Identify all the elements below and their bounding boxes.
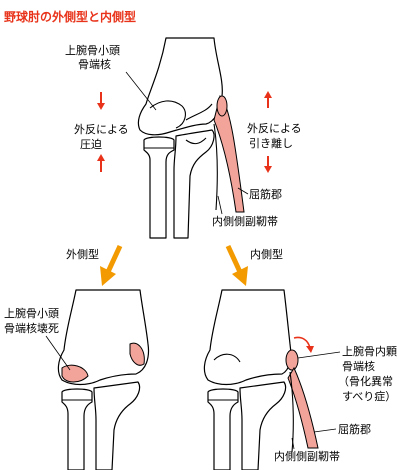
br-ligament-label: 内側側副靭帯 — [274, 449, 340, 463]
top-medial-label-2: 引き離し — [249, 136, 293, 150]
bl-medial-epiphysis — [129, 342, 145, 366]
bottom-left-elbow — [57, 289, 150, 470]
br-label-3: （骨化異常 — [338, 374, 393, 388]
top-humerus — [137, 37, 223, 136]
top-medial-label-1: 外反による — [247, 122, 302, 135]
br-medial-epicondyle — [285, 349, 299, 371]
top-radius — [143, 136, 175, 239]
br-label-1: 上腕骨内顆 — [342, 344, 397, 358]
bl-ulna — [93, 381, 141, 470]
bl-humerus — [57, 289, 150, 386]
medial-orange-arrow — [225, 244, 248, 286]
lateral-type-label: 外側型 — [66, 247, 99, 261]
br-radius — [207, 388, 239, 470]
top-flexor-label: 屈筋郡 — [249, 187, 282, 201]
top-medial-epiphysis — [216, 95, 228, 117]
br-label-4: すべり症） — [342, 389, 396, 403]
lateral-orange-arrow — [100, 244, 123, 286]
bottom-right-elbow — [203, 289, 319, 470]
top-lateral-label-1: 外反による — [74, 123, 129, 136]
top-capitellum-label-2: 骨端核 — [78, 57, 111, 71]
diagram-title: 野球肘の外側型と内側型 — [4, 9, 136, 24]
top-elbow — [137, 37, 245, 239]
top-lateral-label-2: 圧迫 — [80, 137, 102, 151]
br-ulna — [239, 381, 287, 470]
top-flexor-tissue — [213, 95, 245, 213]
medial-traction-arrows — [264, 91, 272, 173]
bl-necrosis — [61, 364, 89, 383]
top-ulna — [173, 129, 215, 239]
br-label-2: 骨端核 — [342, 359, 375, 373]
medial-type-label: 内側型 — [250, 247, 283, 261]
bl-necrosis-label-1: 上腕骨小頭 — [4, 306, 59, 320]
lateral-compression-arrows — [97, 92, 105, 172]
br-flexor-label: 屈筋郡 — [338, 422, 371, 436]
br-flexor-tissue — [287, 366, 319, 449]
bl-necrosis-label-2: 骨端核壊死 — [4, 321, 59, 335]
top-capitellum-label-1: 上腕骨小頭 — [65, 43, 120, 57]
top-ligament-label: 内側側副靭帯 — [212, 214, 278, 228]
bl-radius — [61, 388, 93, 470]
br-humerus — [203, 289, 292, 386]
